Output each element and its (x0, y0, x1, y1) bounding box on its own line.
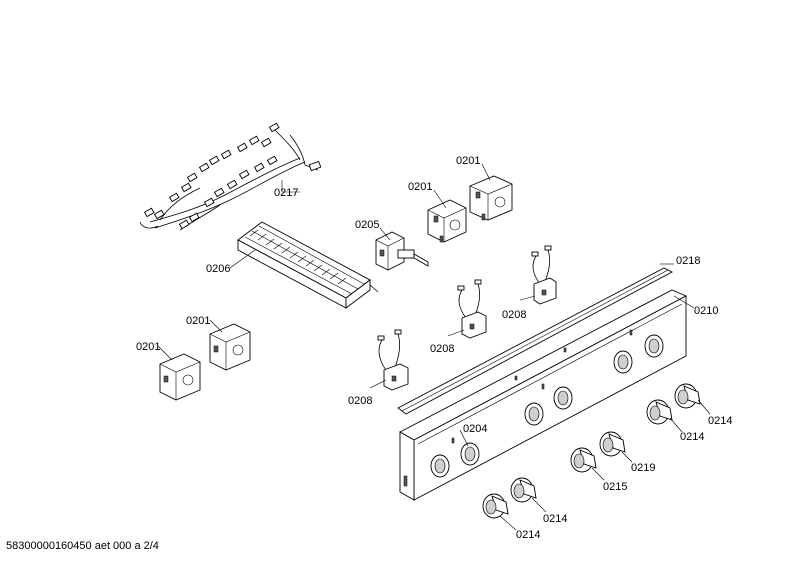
knob-0215 (570, 447, 597, 473)
label-0214-a: 0214 (708, 415, 732, 427)
label-0219: 0219 (631, 462, 655, 474)
energy-regulator-0201-b (469, 175, 513, 221)
control-panel-0210 (399, 289, 688, 501)
document-id-footer: 58300000160450 aet 000 a 2/4 (6, 540, 159, 552)
selector-switch-0208-a (531, 245, 557, 305)
label-0208-a: 0208 (502, 309, 526, 321)
label-0208-c: 0208 (348, 395, 372, 407)
label-0204: 0204 (463, 423, 487, 435)
label-0217: 0217 (274, 187, 298, 199)
label-0214-d: 0214 (516, 529, 540, 541)
energy-regulator-0201-c (209, 323, 251, 371)
knob-0214-b (646, 399, 673, 425)
control-knobs (482, 383, 701, 519)
rotary-switch-0205 (375, 231, 429, 271)
energy-regulator-0201-d (159, 353, 201, 401)
label-0206: 0206 (206, 263, 230, 275)
label-0201-b: 0201 (456, 155, 480, 167)
wiring-harness-0217 (139, 122, 322, 231)
label-0208-b: 0208 (430, 343, 454, 355)
label-0218: 0218 (676, 255, 700, 267)
selector-switch-0208-c (377, 329, 409, 391)
label-0214-b: 0214 (680, 431, 704, 443)
label-0214-c: 0214 (543, 513, 567, 525)
label-0201-a: 0201 (408, 181, 432, 193)
label-0210: 0210 (694, 305, 718, 317)
knob-0214-d (482, 493, 509, 519)
terminal-block-0206 (237, 221, 379, 309)
knob-0219 (599, 431, 626, 457)
energy-regulator-0201-a (427, 199, 467, 243)
panel-bezels (430, 334, 664, 478)
label-0201-d: 0201 (136, 341, 160, 353)
label-0205: 0205 (355, 219, 379, 231)
selector-switch-0208-b (457, 279, 487, 339)
knob-0214-c (510, 477, 537, 503)
label-0215: 0215 (603, 481, 627, 493)
trim-strip-0218 (397, 267, 673, 415)
label-0201-c: 0201 (186, 315, 210, 327)
knob-0214-a (674, 383, 701, 409)
